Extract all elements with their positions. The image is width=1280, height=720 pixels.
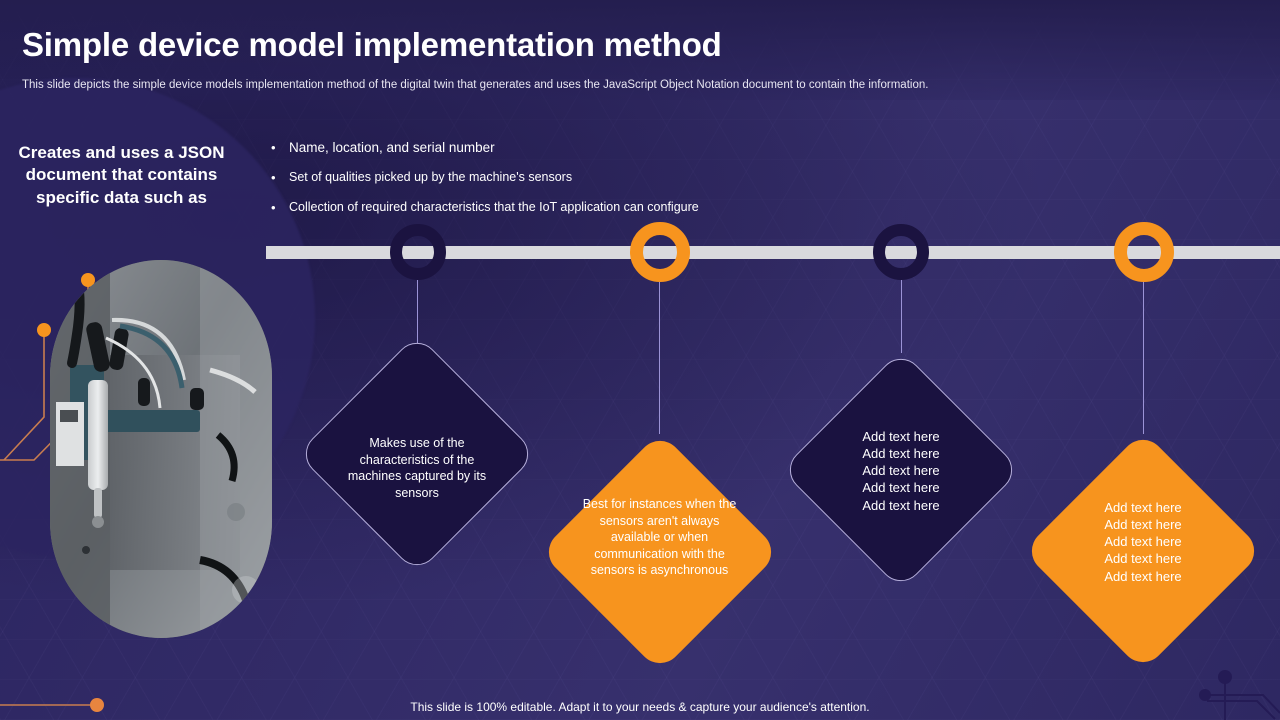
left-panel-heading: Creates and uses a JSON document that co…: [18, 143, 225, 207]
connector-line-3: [901, 280, 902, 353]
connector-line-2: [659, 282, 660, 434]
timeline-node-1[interactable]: [390, 224, 446, 280]
bullet-dot-icon: •: [271, 199, 276, 215]
timeline-node-2[interactable]: [630, 222, 690, 282]
list-item: • Collection of required characteristics…: [271, 200, 791, 216]
machine-photo: [50, 260, 272, 638]
bullet-dot-icon: •: [271, 170, 276, 186]
list-item: • Set of qualities picked up by the mach…: [271, 170, 791, 186]
page-title: Simple device model implementation metho…: [22, 26, 722, 63]
list-item: • Name, location, and serial number: [271, 140, 791, 156]
circuit-line-bottom-decoration: [0, 690, 300, 720]
slide-footer-note: This slide is 100% editable. Adapt it to…: [410, 700, 870, 714]
header-shade: [0, 0, 1280, 100]
timeline-node-3[interactable]: [873, 224, 929, 280]
timeline-node-4[interactable]: [1114, 222, 1174, 282]
bullet-label: Collection of required characteristics t…: [289, 199, 699, 214]
connector-line-4: [1143, 282, 1144, 434]
page-subtitle: This slide depicts the simple device mod…: [22, 79, 929, 91]
timeline-bar: [266, 246, 1280, 259]
machine-photo-graphic: [50, 260, 272, 638]
bullet-dot-icon: •: [271, 140, 276, 155]
bullet-label: Set of qualities picked up by the machin…: [289, 170, 573, 185]
circuit-lines-bottom-right-decoration: [1185, 655, 1280, 720]
bullet-label: Name, location, and serial number: [289, 140, 495, 155]
connector-line-1: [417, 280, 418, 353]
bullet-list: • Name, location, and serial number • Se…: [271, 140, 791, 229]
